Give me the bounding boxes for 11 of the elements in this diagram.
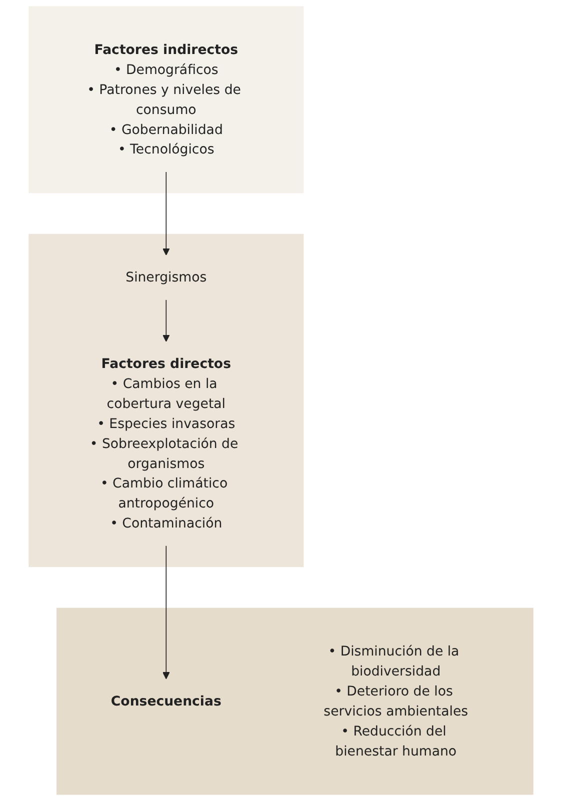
- node-text: Sinergismos: [126, 269, 207, 286]
- node-text: Consecuencias: [110, 692, 222, 709]
- node-text: Factores directos • Cambios en la cobertura vegetal • Especies invasoras • Sobreexplotación de organismos • Cambio climático antropogénico • Contaminación: [90, 356, 238, 531]
- arrow: [162, 172, 170, 256]
- node-text: Factores indirectos • Demográficos • Patrones y niveles de consumo • Gobernabilidad • Tecnológicos: [87, 42, 241, 158]
- node-text: • Disminución de la biodiversidad • Deterioro de los servicios ambientales • Reducción del bienestar humano: [324, 643, 468, 759]
- cluster: [28, 234, 304, 568]
- arrow: [162, 300, 170, 342]
- cluster: [56, 608, 534, 795]
- cluster: [28, 6, 304, 194]
- arrow: [162, 546, 170, 680]
